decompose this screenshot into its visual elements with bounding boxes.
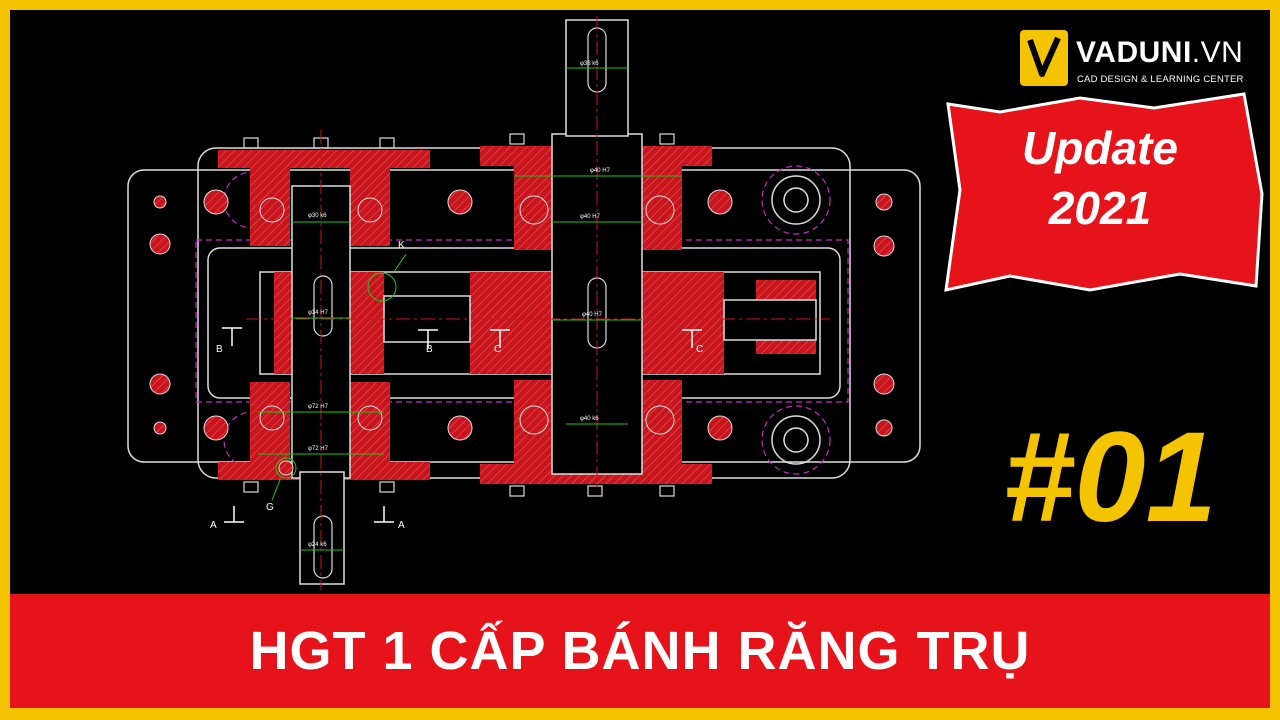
gears — [274, 272, 816, 374]
centre-lines — [246, 16, 830, 590]
banner-title: HGT 1 CẤP BÁNH RĂNG TRỤ — [249, 621, 1031, 681]
vaduni-logo-icon — [1020, 30, 1068, 86]
section-markers — [222, 327, 702, 523]
end-caps — [771, 175, 821, 465]
dimension-text: φ40 k6 — [580, 416, 599, 422]
vaduni-logo: VADUNI.VN CAD DESIGN & LEARNING CENTER — [1010, 24, 1270, 94]
section-label-texts: A A B B C C K G — [210, 240, 703, 531]
title-banner: HGT 1 CẤP BÁNH RĂNG TRỤ — [10, 594, 1270, 708]
section-label: B — [216, 344, 223, 355]
dimension-text: φ30 k6 — [308, 213, 327, 219]
badge-line-2: 2021 — [1048, 182, 1152, 234]
dimension-text: φ40 H7 — [580, 214, 601, 220]
section-label: C — [494, 344, 501, 355]
gearbox-drawing: A A B B C C K G φ36 k6 φ30 k6 φ40 H7 φ40… — [127, 16, 921, 590]
bolts — [149, 189, 895, 476]
section-label: A — [210, 520, 217, 531]
dimension-text: φ36 k6 — [580, 61, 599, 67]
dimension-lines — [258, 67, 682, 551]
section-label: A — [398, 520, 405, 531]
dimension-texts: φ36 k6 φ30 k6 φ40 H7 φ40 H7 φ34 H7 φ40 H… — [308, 61, 611, 548]
dimension-text: φ34 H7 — [308, 310, 329, 316]
dimension-text: φ72 H7 — [308, 446, 329, 452]
detail-label: G — [266, 502, 274, 513]
update-badge: Update 2021 — [950, 118, 1250, 238]
dimension-text: φ24 k6 — [308, 542, 327, 548]
detail-label: K — [398, 240, 405, 251]
section-label: C — [696, 344, 703, 355]
badge-line-1: Update — [1022, 122, 1178, 174]
logo-tagline: CAD DESIGN & LEARNING CENTER — [1077, 74, 1244, 85]
logo-brand: VADUNI.VN — [1076, 36, 1244, 69]
dimension-text: φ40 H7 — [582, 312, 603, 318]
episode-number: #01 — [1003, 406, 1217, 549]
update-badge-shape — [944, 92, 1264, 292]
dimension-text: φ72 H7 — [308, 404, 329, 410]
section-label: B — [426, 344, 433, 355]
dimension-text: φ40 H7 — [590, 168, 611, 174]
